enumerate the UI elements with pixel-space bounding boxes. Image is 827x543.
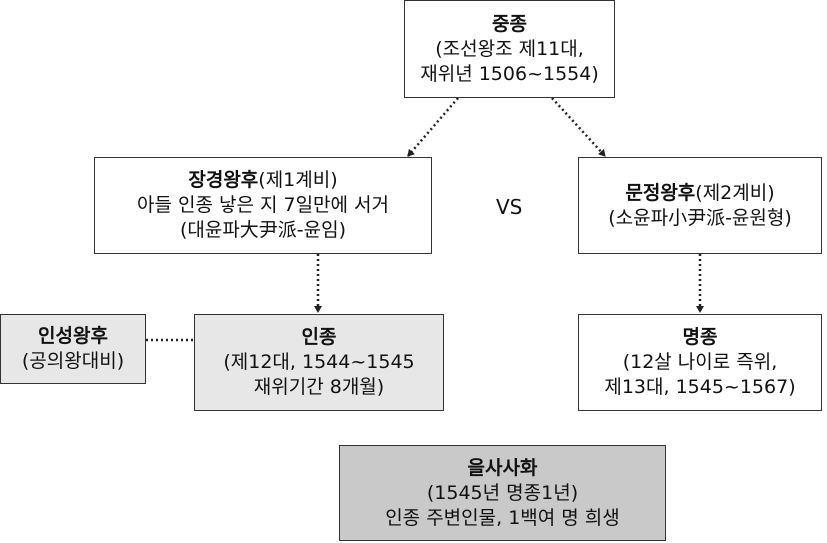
node-janggyeong-suffix: (제1계비)	[258, 169, 338, 191]
node-myeongjong-name: 명종	[682, 326, 718, 348]
node-eulsa-name: 을사사화	[467, 456, 538, 479]
node-myeongjong-line-2: 제13대, 1545~1567)	[604, 376, 796, 398]
node-injong-name: 인종	[301, 326, 337, 348]
node-janggyeong-line-1: 아들 인종 낳은 지 7일만에 서거	[136, 194, 390, 216]
node-jungjong: 중종 (조선왕조 제11대, 재위년 1506~1554)	[404, 0, 615, 98]
node-munjeong-name: 문정왕후	[625, 181, 696, 204]
node-janggyeong-name: 장경왕후	[188, 169, 259, 191]
node-inseong: 인성왕후 (공의왕대비)	[0, 314, 146, 384]
node-eulsa-line-1: (1545년 명종1년)	[426, 481, 579, 504]
node-munjeong-line-1: (소윤파小尹派-윤원형)	[608, 206, 792, 229]
node-munjeong-title: 문정왕후(제2계비)	[625, 181, 774, 206]
node-eulsa-line-2: 인종 주변인물, 1백여 명 희생	[385, 506, 620, 529]
arrow-jungjong-to-janggyeong	[407, 97, 459, 157]
node-injong-line-2: 재위기간 8개월)	[253, 376, 385, 398]
node-injong-line-1: (제12대, 1544~1545	[223, 351, 415, 373]
node-inseong-line-1: (공의왕대비)	[21, 350, 125, 372]
node-myeongjong: 명종 (12살 나이로 즉위, 제13대, 1545~1567)	[578, 314, 822, 411]
node-janggyeong: 장경왕후(제1계비) 아들 인종 낳은 지 7일만에 서거 (대윤파大尹派-윤임…	[94, 157, 432, 254]
node-jungjong-line-2: 재위년 1506~1554)	[420, 62, 599, 85]
node-janggyeong-title: 장경왕후(제1계비)	[188, 168, 337, 193]
node-jungjong-name: 중종	[492, 12, 527, 35]
arrow-jungjong-to-munjeong	[551, 97, 606, 157]
vs-label: VS	[496, 195, 523, 219]
node-jungjong-line-1: (조선왕조 제11대,	[435, 37, 584, 60]
node-injong: 인종 (제12대, 1544~1545 재위기간 8개월)	[194, 314, 444, 411]
node-janggyeong-line-2: (대윤파大尹派-윤임)	[179, 219, 347, 241]
node-eulsa: 을사사화 (1545년 명종1년) 인종 주변인물, 1백여 명 희생	[339, 445, 666, 541]
node-munjeong: 문정왕후(제2계비) (소윤파小尹派-윤원형)	[578, 157, 822, 254]
node-munjeong-suffix: (제2계비)	[695, 181, 775, 204]
node-myeongjong-line-1: (12살 나이로 즉위,	[622, 351, 778, 373]
node-inseong-name: 인성왕후	[38, 325, 108, 347]
